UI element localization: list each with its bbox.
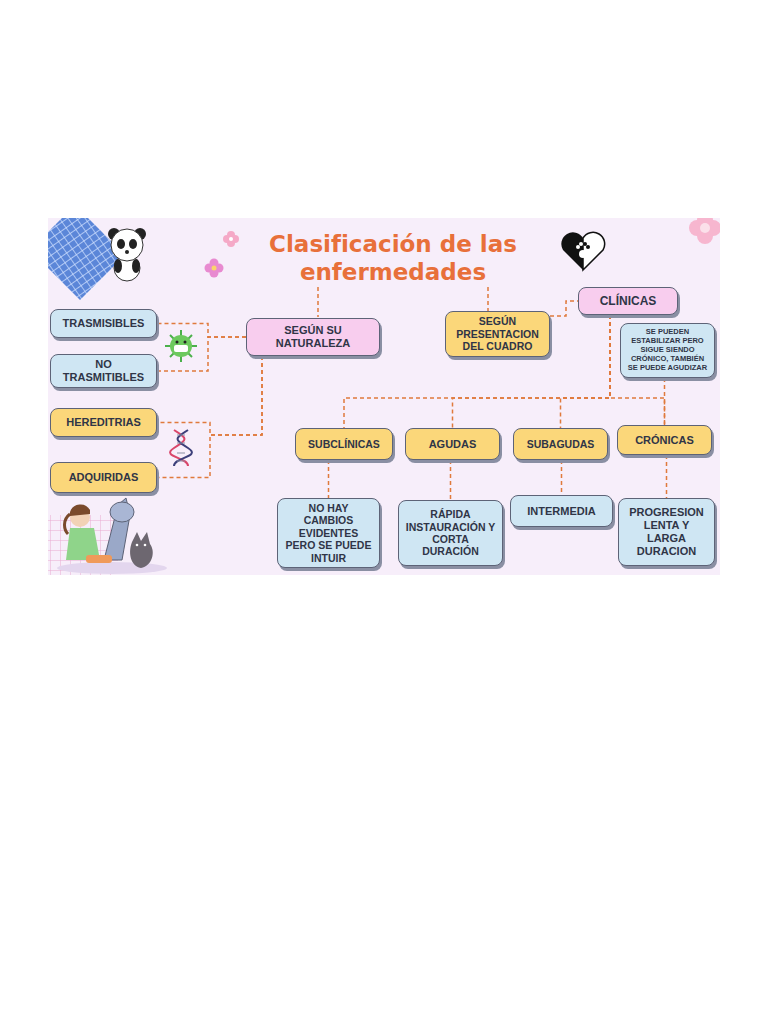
dashed-connector — [561, 460, 563, 495]
flower-decoration — [223, 231, 239, 247]
dashed-connector — [157, 356, 262, 478]
description-box: INTERMEDIA — [510, 495, 613, 527]
node-text: RÁPIDA INSTAURACIÓN Y CORTA DURACIÓN — [404, 508, 497, 558]
banner-ground — [48, 218, 720, 575]
node-text: NO HAY CAMBIOS EVIDENTES PERO SE PUEDE I… — [283, 502, 374, 564]
node-text: INTERMEDIA — [527, 505, 595, 518]
heart-paw-icon — [561, 232, 604, 270]
dashed-connector — [664, 378, 666, 425]
category-box: CLÍNICAS — [578, 287, 678, 315]
category-box: SEGÚN SU NATURALEZA — [246, 318, 380, 356]
flower-decoration — [689, 218, 720, 244]
node-text: SUBCLÍNICAS — [308, 438, 380, 450]
type-box: SUBAGUDAS — [513, 428, 608, 460]
node-text: CRÓNICAS — [635, 434, 694, 447]
panda-icon — [108, 228, 146, 281]
type-box: SUBCLÍNICAS — [295, 428, 393, 460]
description-box: NO HAY CAMBIOS EVIDENTES PERO SE PUEDE I… — [277, 498, 380, 568]
dashed-connector — [561, 315, 611, 428]
dashed-connector — [157, 356, 262, 435]
node-text: CLÍNICAS — [600, 294, 657, 308]
node-text: ADQUIRIDAS — [69, 471, 139, 484]
node-text: TRASMISIBLES — [63, 317, 145, 330]
virus-icon — [165, 330, 197, 362]
node-text: AGUDAS — [429, 438, 477, 451]
flower-decoration — [205, 259, 224, 278]
node-text: SEGÚN SU NATURALEZA — [252, 324, 374, 350]
dashed-connector — [450, 460, 452, 500]
dashed-connector — [157, 337, 246, 371]
description-box: PROGRESION LENTA Y LARGA DURACION — [618, 498, 715, 566]
node-text: SUBAGUDAS — [527, 438, 595, 450]
node-text: HEREDITRIAS — [66, 416, 141, 429]
node-text: PROGRESION LENTA Y LARGA DURACION — [624, 506, 709, 558]
node-text: SEGÚN PRESENTACION DEL CUADRO — [451, 315, 544, 352]
dashed-connector — [344, 315, 610, 428]
note-box: SE PUEDEN ESTABILIZAR PERO SIGUE SIENDO … — [620, 323, 715, 378]
type-box: ADQUIRIDAS — [50, 462, 157, 493]
type-box: AGUDAS — [405, 428, 500, 460]
girl-pets-illustration — [57, 498, 167, 574]
grid-decoration — [48, 218, 125, 300]
type-box: TRASMISIBLES — [50, 309, 157, 338]
dashed-connector — [157, 324, 246, 338]
type-box: HEREDITRIAS — [50, 408, 157, 437]
dashed-connector — [550, 301, 578, 316]
type-box: CRÓNICAS — [617, 425, 712, 455]
description-box: RÁPIDA INSTAURACIÓN Y CORTA DURACIÓN — [398, 500, 503, 566]
diagram-title: Clasificación de las enfermedades — [238, 230, 548, 286]
type-box: NO TRASMITIBLES — [50, 354, 157, 388]
category-box: SEGÚN PRESENTACION DEL CUADRO — [445, 311, 550, 356]
dashed-connector — [666, 455, 668, 498]
node-text: SE PUEDEN ESTABILIZAR PERO SIGUE SIENDO … — [626, 328, 709, 372]
node-text: NO TRASMITIBLES — [56, 358, 151, 384]
dna-icon — [170, 430, 192, 466]
dashed-connector — [328, 460, 330, 498]
